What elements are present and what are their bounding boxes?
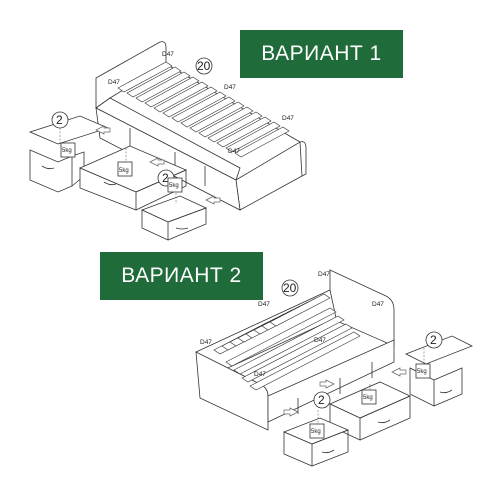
variant-1-banner: ВАРИАНТ 1 <box>240 30 403 78</box>
v1-weight-right: 5kg <box>169 183 179 189</box>
v1-arrow-3 <box>205 195 221 205</box>
v1-slat-count-circle <box>195 57 213 75</box>
v1-d47-label-4: D47 <box>282 115 294 122</box>
v2-weight-right: 5kg <box>417 369 427 375</box>
v2-weight-middle: 5kg <box>363 395 373 401</box>
variant-1-bed: D47 D47 D47 D47 D47 20 <box>95 41 307 211</box>
v1-d47-label-2: D47 <box>108 79 120 86</box>
v2-slat-count-circle <box>281 279 299 297</box>
variant-2-banner: ВАРИАНТ 2 <box>100 252 263 300</box>
v2-drawer-count-circle-right <box>425 331 443 349</box>
v2-front-panel <box>267 339 395 423</box>
variant-2-bed: D47 D47 D47 D47 D47 D47 20 <box>195 269 395 431</box>
v2-drawer-count-circle-left <box>313 391 331 409</box>
v2-d47-label-2: D47 <box>258 301 270 308</box>
v2-d47-label-5: D47 <box>314 337 326 344</box>
variant-1-drawers: 2 5kg 5kg 2 5kg <box>28 111 221 241</box>
v1-weight-middle: 5kg <box>119 168 129 174</box>
v2-drawer-count-left: 2 <box>318 393 325 407</box>
v1-arrow-1 <box>95 125 111 135</box>
v1-slats <box>117 61 290 158</box>
v1-weight-left: 5kg <box>62 148 72 154</box>
v2-d47-label-6: D47 <box>254 371 266 378</box>
v1-drawer-count-left: 2 <box>56 113 63 127</box>
v2-headboard <box>329 269 395 347</box>
v2-d47-label-4: D47 <box>200 339 212 346</box>
v2-arrow-1 <box>319 379 335 389</box>
variant-2-drawers: 2 5kg 5kg 2 5kg <box>282 331 473 467</box>
v1-arrow-2 <box>149 157 165 167</box>
v2-d47-label-3: D47 <box>372 301 384 308</box>
v1-slat-count: 20 <box>197 59 211 73</box>
v1-d47-label-5: D47 <box>228 148 240 155</box>
v2-arrow-3 <box>283 407 299 417</box>
v1-drawer-count-right: 2 <box>162 171 169 185</box>
v2-slat-count: 20 <box>283 281 297 295</box>
v2-slats <box>213 293 361 391</box>
v2-d47-label-1: D47 <box>318 271 330 278</box>
v2-arrow-2 <box>391 367 407 377</box>
v1-d47-label-3: D47 <box>224 84 236 91</box>
v2-weight-left: 5kg <box>311 429 321 435</box>
v1-d47-label-1: D47 <box>162 51 174 58</box>
v2-drawer-count-right: 2 <box>430 333 437 347</box>
